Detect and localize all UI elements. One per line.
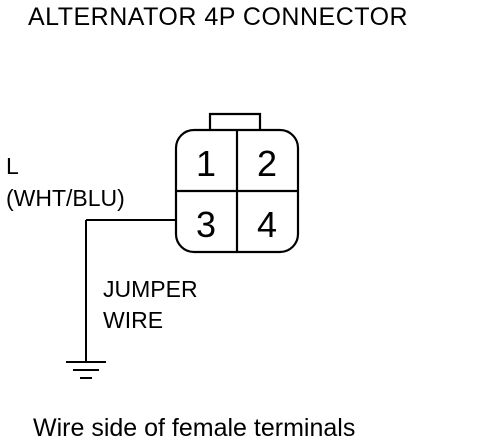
connector-housing-icon — [174, 112, 300, 254]
jumper-wire — [85, 219, 176, 362]
terminal-2: 2 — [257, 143, 277, 184]
jumper-wire-label-line1: JUMPER — [103, 276, 198, 302]
terminal-1: 1 — [196, 143, 216, 184]
connector-lock-tab — [208, 112, 262, 130]
wire-color-label: (WHT/BLU) — [6, 185, 125, 211]
terminal-4: 4 — [257, 204, 277, 245]
diagram-caption: Wire side of female terminals — [33, 414, 356, 442]
wire-terminal-label: L — [6, 153, 19, 179]
ground-symbol-icon — [66, 361, 106, 379]
diagram-title: ALTERNATOR 4P CONNECTOR — [28, 3, 409, 31]
terminal-3: 3 — [196, 204, 216, 245]
jumper-wire-label-line2: WIRE — [103, 307, 164, 333]
